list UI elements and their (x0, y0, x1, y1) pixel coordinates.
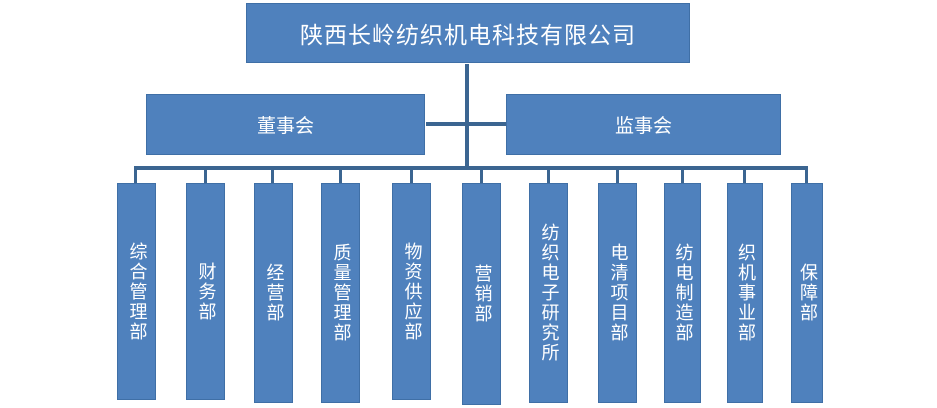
dept-node-textile-manufacturing: 纺电制造部 (664, 183, 701, 403)
dept-drop-line (271, 166, 274, 184)
dept-drop-line (410, 166, 413, 184)
dept-node-support: 保障部 (791, 183, 823, 403)
dept-drop-line (616, 166, 619, 184)
dept-node-textile-electronics-institute: 纺织电子研究所 (529, 183, 568, 403)
dept-node-general-management: 综合管理部 (117, 183, 156, 400)
dept-drop-line (204, 166, 207, 184)
dept-drop-line (681, 166, 684, 184)
dept-drop-line (480, 166, 483, 184)
trunk-line (465, 64, 469, 168)
dept-node-finance: 财务部 (186, 183, 225, 400)
dept-drop-line (547, 166, 550, 184)
board-of-supervisors-node: 监事会 (506, 94, 781, 155)
dept-node-clearing-project: 电清项目部 (598, 183, 637, 403)
dept-node-marketing: 营销部 (462, 183, 501, 405)
dept-drop-line (134, 166, 137, 184)
dept-bus-line (134, 166, 807, 170)
dept-node-quality-management: 质量管理部 (321, 183, 360, 403)
dept-node-loom-division: 织机事业部 (727, 183, 763, 403)
company-node: 陕西长岭纺织机电科技有限公司 (246, 3, 690, 63)
board-link-line (426, 122, 506, 126)
dept-drop-line (805, 166, 808, 184)
dept-node-material-supply: 物资供应部 (392, 183, 431, 400)
dept-drop-line (743, 166, 746, 184)
dept-node-operations: 经营部 (254, 183, 293, 403)
board-of-directors-node: 董事会 (146, 94, 425, 155)
dept-drop-line (339, 166, 342, 184)
